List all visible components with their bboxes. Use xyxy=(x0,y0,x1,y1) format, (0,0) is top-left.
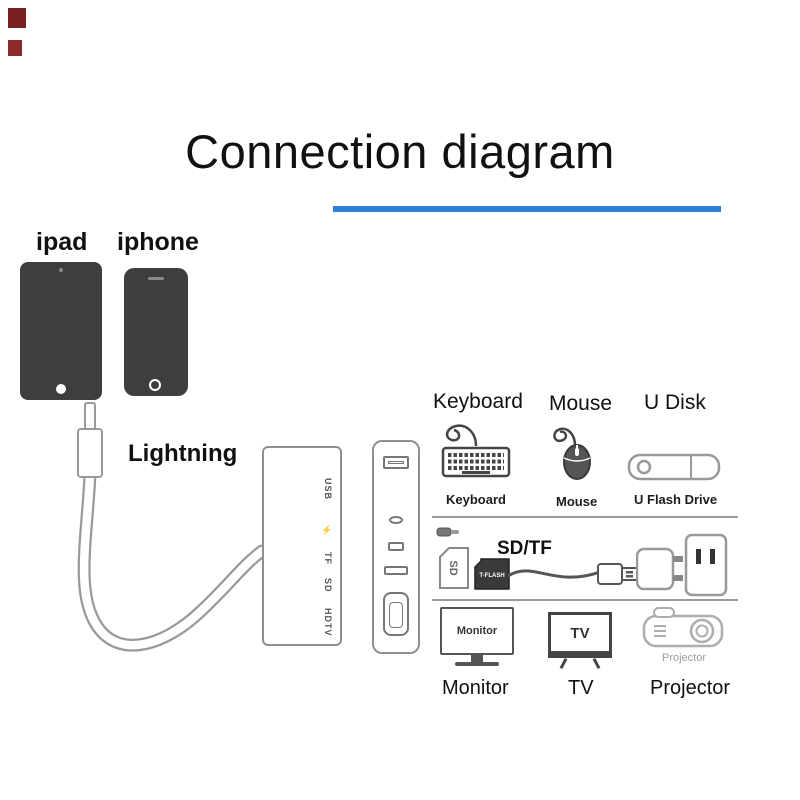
keyboard-icon xyxy=(441,424,511,478)
iphone-label: iphone xyxy=(117,228,199,256)
hub-port-label-tf: TF xyxy=(323,552,333,565)
tf-card-text: T-FLASH xyxy=(479,573,504,579)
mouse-caption: Mouse xyxy=(556,494,598,509)
hdmi-port-icon xyxy=(383,592,409,636)
usb-tongue-icon xyxy=(388,461,404,464)
wall-outlet-icon xyxy=(684,533,728,597)
sd-card-text: SD xyxy=(447,560,459,575)
lightning-label: Lightning xyxy=(128,440,238,467)
projector-caption: Projector xyxy=(650,677,731,699)
keyboard-title: Keyboard xyxy=(433,390,523,413)
page-title: Connection diagram xyxy=(185,125,615,178)
hub-port-panel xyxy=(372,440,420,654)
tv-base-icon xyxy=(548,653,612,658)
tf-slot-icon xyxy=(388,542,404,551)
monitor-caption: Monitor xyxy=(442,677,509,699)
udisk-caption: U Flash Drive xyxy=(634,492,718,507)
tv-leg-icon xyxy=(559,657,568,670)
tf-card-icon: T-FLASH xyxy=(474,558,510,590)
usb-a-port-icon xyxy=(383,456,409,469)
sd-card-icon: SD xyxy=(439,547,469,589)
tv-screen-text: TV xyxy=(570,624,590,642)
section-divider xyxy=(432,599,738,601)
wall-charger-icon xyxy=(636,547,683,591)
section-divider xyxy=(432,516,738,518)
udisk-title: U Disk xyxy=(644,391,706,414)
projector-icon xyxy=(642,607,724,648)
title-accent-line xyxy=(333,206,721,212)
mouse-title: Mouse xyxy=(549,392,613,415)
lightning-connector-tip-icon xyxy=(84,402,96,430)
lightning-port-icon xyxy=(389,516,403,524)
monitor-icon: Monitor xyxy=(440,607,514,655)
camera-dot-icon xyxy=(59,268,63,272)
corner-mark-icon xyxy=(8,8,26,28)
ipad-label: ipad xyxy=(36,228,88,256)
hdmi-inner-icon xyxy=(389,602,403,628)
mini-connector-icon xyxy=(436,527,459,537)
home-button-icon xyxy=(149,379,161,391)
monitor-screen-text: Monitor xyxy=(456,625,498,637)
usb-cable-icon xyxy=(508,569,600,579)
projector-icon-label: Projector xyxy=(662,652,707,664)
hub-port-label-lightning: ⚡ xyxy=(323,524,333,536)
hub-port-label-hdtv: HDTV xyxy=(323,608,333,637)
tv-icon: TV xyxy=(548,612,612,654)
home-button-icon xyxy=(56,384,66,394)
hub-port-label-usb: USB xyxy=(323,478,333,501)
tv-caption: TV xyxy=(568,677,594,699)
tv-leg-icon xyxy=(592,657,601,670)
sd-slot-icon xyxy=(384,566,408,575)
corner-mark-icon xyxy=(8,40,22,56)
monitor-base-icon xyxy=(455,662,499,666)
lightning-connector-icon xyxy=(77,428,103,478)
mouse-icon xyxy=(553,427,591,480)
ipad-icon xyxy=(20,262,102,400)
usb-plug-icon xyxy=(597,563,638,585)
hub-adapter-icon: USB ⚡ TF SD HDTV xyxy=(262,446,342,646)
keyboard-caption: Keyboard xyxy=(446,492,506,507)
speaker-icon xyxy=(148,277,164,280)
hub-port-label-sd: SD xyxy=(323,578,333,593)
monitor-stand-icon xyxy=(471,655,483,662)
iphone-icon xyxy=(124,268,188,396)
usb-flash-drive-icon xyxy=(627,453,721,481)
sdtf-label: SD/TF xyxy=(497,538,552,559)
